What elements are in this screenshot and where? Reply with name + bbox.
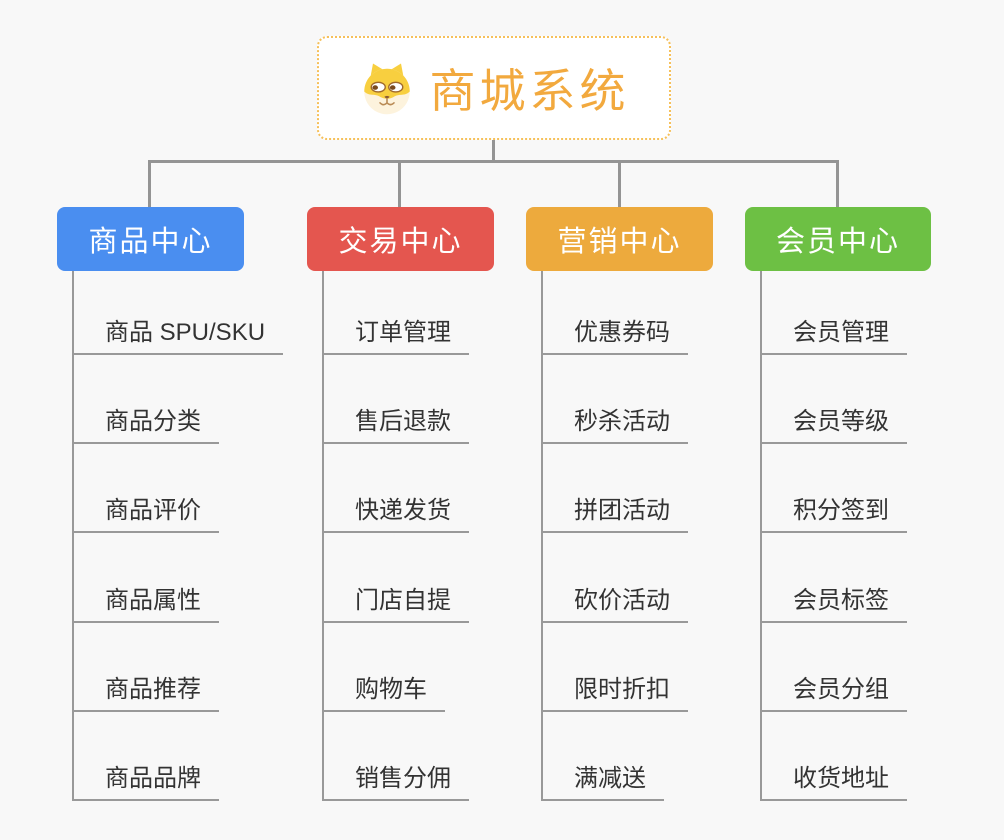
leaf-node[interactable]: 商品属性 — [73, 586, 219, 623]
connector-column-spine-1 — [72, 271, 74, 801]
connector-root-stem — [492, 140, 495, 162]
leaf-node[interactable]: 会员等级 — [761, 407, 907, 444]
leaf-node[interactable]: 砍价活动 — [542, 586, 688, 623]
leaf-node[interactable]: 优惠券码 — [542, 318, 688, 355]
leaf-node[interactable]: 销售分佣 — [323, 764, 469, 801]
leaf-node[interactable]: 购物车 — [323, 675, 445, 712]
leaf-node[interactable]: 门店自提 — [323, 586, 469, 623]
leaf-node[interactable]: 商品 SPU/SKU — [73, 318, 284, 355]
connector-column-spine-4 — [760, 271, 762, 801]
dog-face-icon — [363, 63, 410, 115]
connector-drop-1 — [148, 160, 151, 207]
leaf-node[interactable]: 商品推荐 — [73, 675, 219, 712]
leaf-node[interactable]: 满减送 — [542, 764, 664, 801]
leaf-node[interactable]: 积分签到 — [761, 496, 907, 533]
branch-node-trade-center[interactable]: 交易中心 — [307, 207, 494, 271]
connector-drop-3 — [618, 160, 621, 207]
leaf-node[interactable]: 商品品牌 — [73, 764, 219, 801]
leaf-node[interactable]: 售后退款 — [323, 407, 469, 444]
root-node[interactable]: 商城系统 — [317, 36, 671, 140]
branch-node-member-center[interactable]: 会员中心 — [745, 207, 931, 271]
leaf-node[interactable]: 会员管理 — [761, 318, 907, 355]
connector-column-spine-3 — [541, 271, 543, 801]
root-title: 商城系统 — [429, 65, 630, 117]
leaf-node[interactable]: 商品分类 — [73, 407, 219, 444]
leaf-node[interactable]: 秒杀活动 — [542, 407, 688, 444]
branch-node-marketing-center[interactable]: 营销中心 — [526, 207, 713, 271]
connector-drop-4 — [836, 160, 839, 207]
connector-drop-2 — [398, 160, 401, 207]
leaf-node[interactable]: 会员标签 — [761, 586, 907, 623]
leaf-node[interactable]: 拼团活动 — [542, 496, 688, 533]
leaf-node[interactable]: 订单管理 — [323, 318, 469, 355]
branch-node-product-center[interactable]: 商品中心 — [57, 207, 244, 271]
leaf-node[interactable]: 商品评价 — [73, 496, 219, 533]
leaf-node[interactable]: 会员分组 — [761, 675, 907, 712]
connector-bus — [149, 160, 838, 163]
connector-column-spine-2 — [322, 271, 324, 801]
leaf-node[interactable]: 限时折扣 — [542, 675, 688, 712]
leaf-node[interactable]: 快递发货 — [323, 496, 469, 533]
leaf-node[interactable]: 收货地址 — [761, 764, 907, 801]
